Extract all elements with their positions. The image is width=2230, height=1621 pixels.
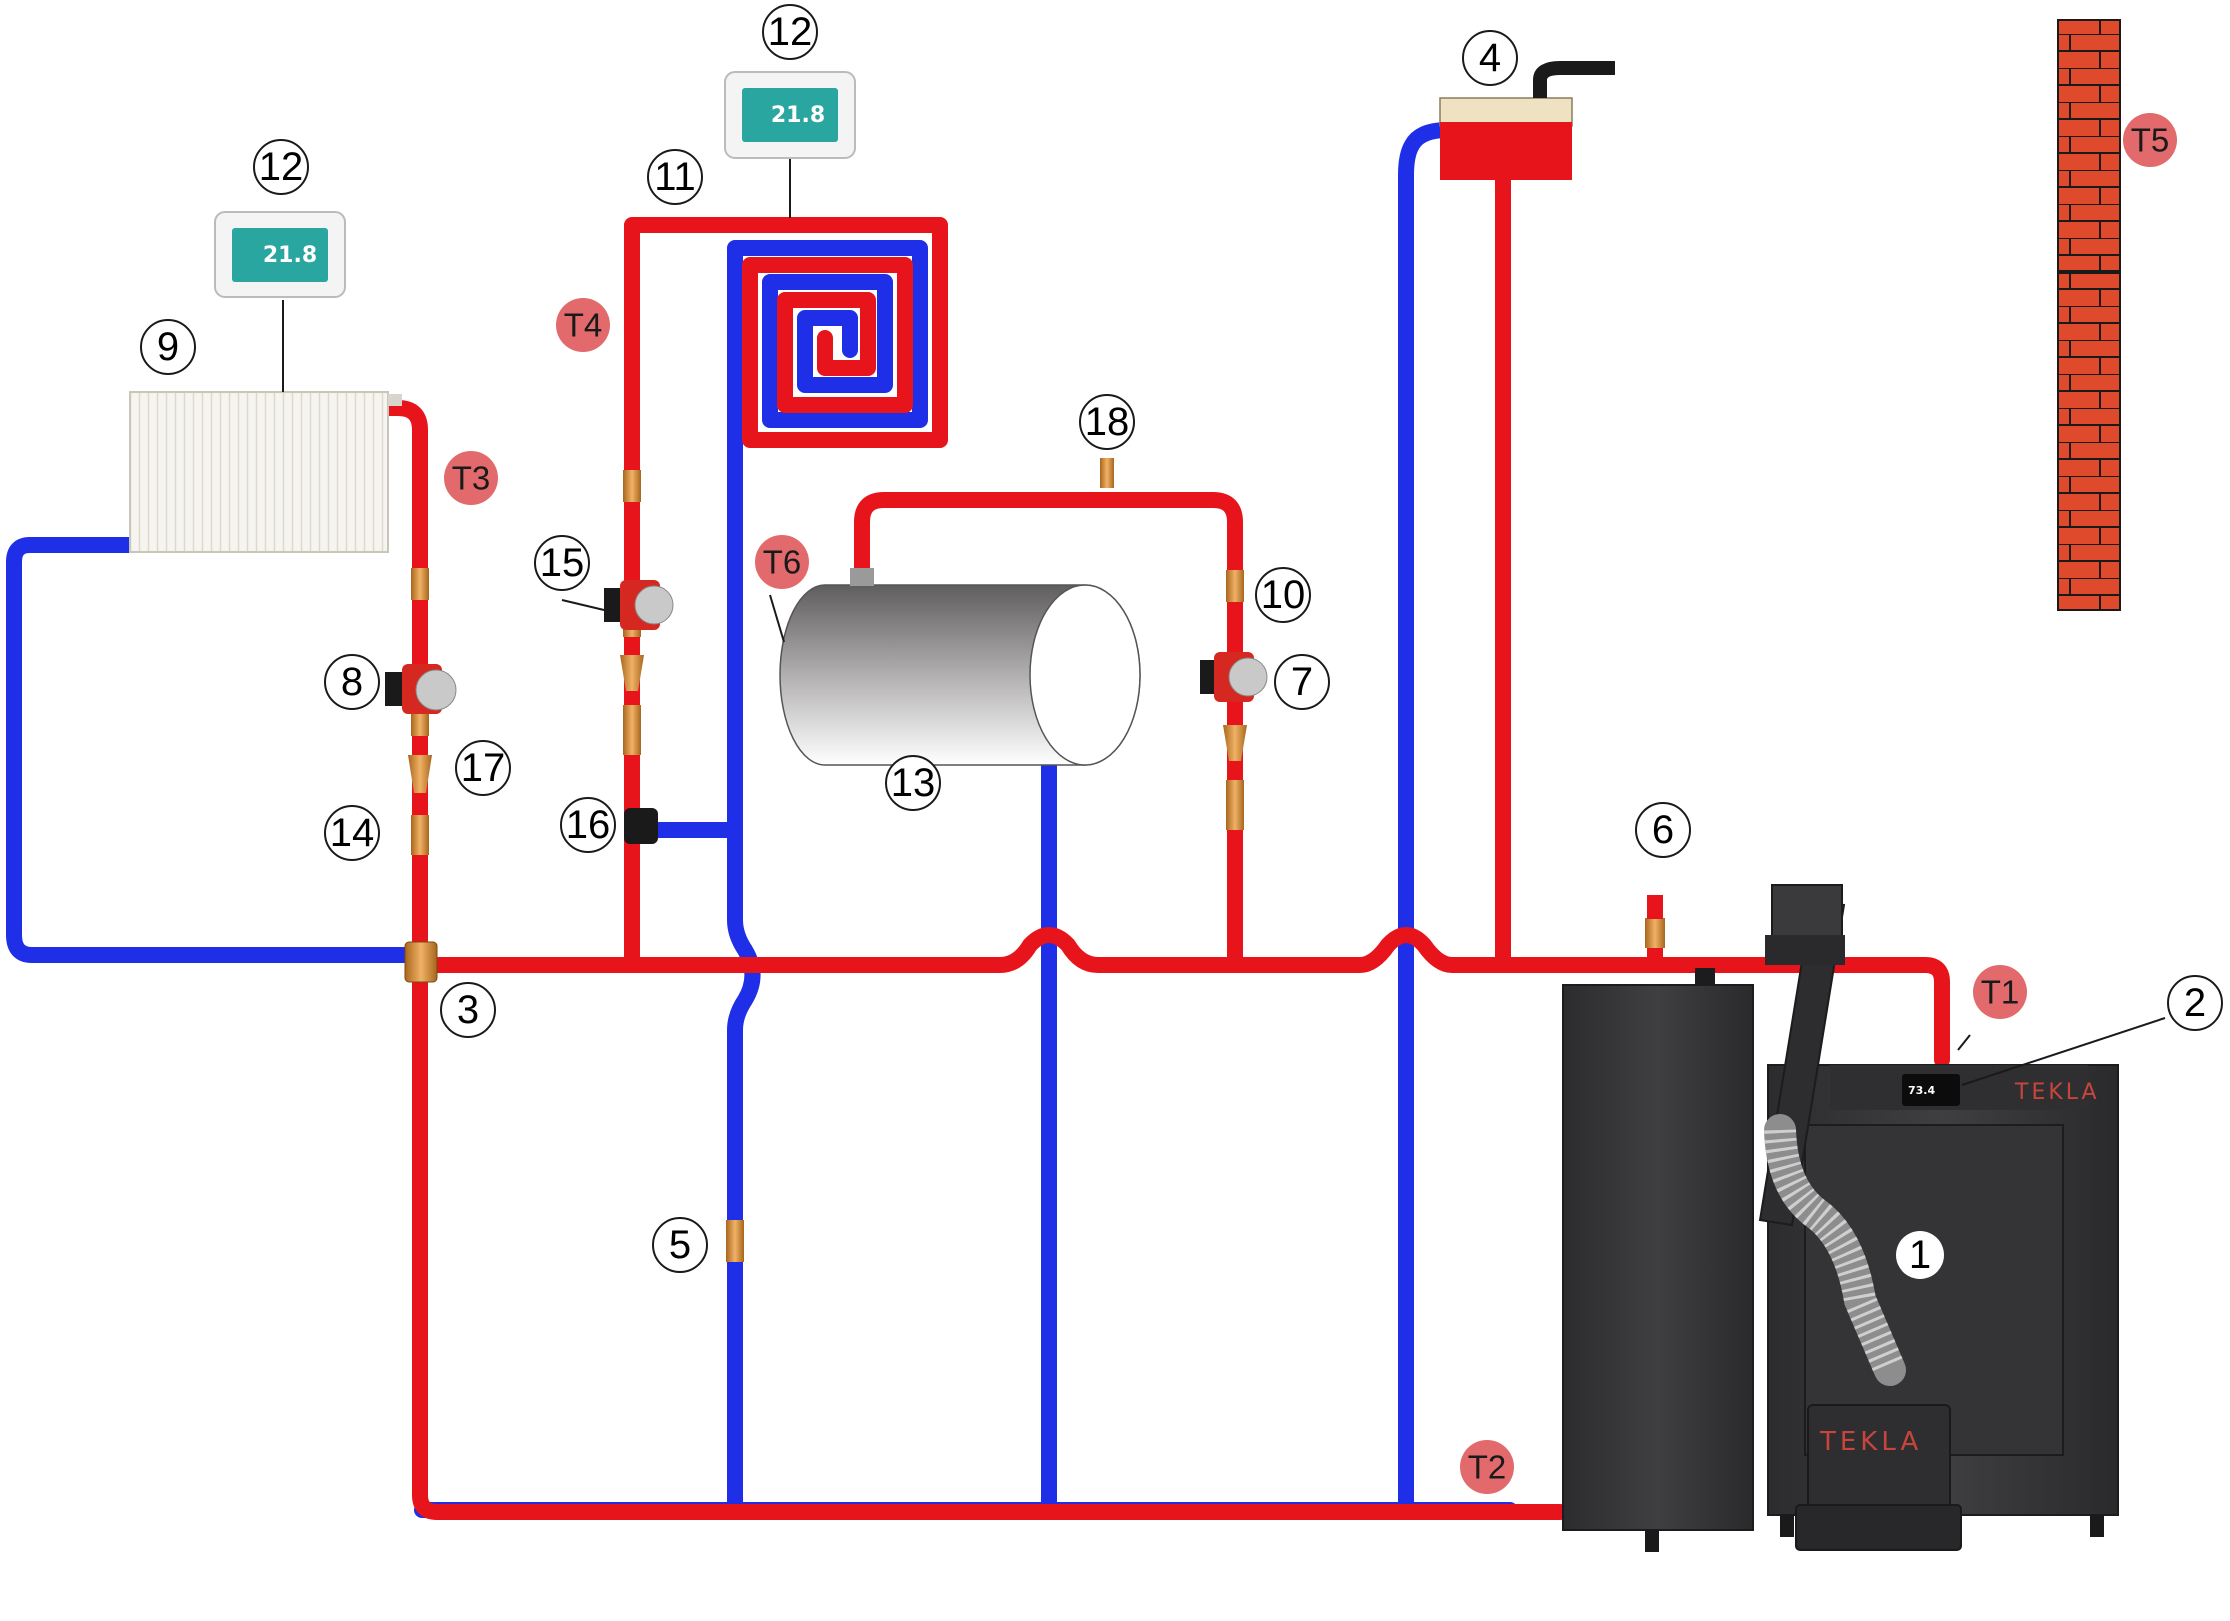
fittings [385,458,1665,1262]
number-label-6: 6 [1635,802,1691,858]
hot-water-tank [769,568,1141,766]
svg-text:2: 2 [2184,981,2206,1025]
sensor-t3: T3 [444,451,498,505]
number-label-3: 3 [440,982,496,1038]
svg-text:17: 17 [461,746,506,790]
burner-brand: TEKLA [1819,1427,1922,1457]
sensor-t2: T2 [1460,1440,1514,1494]
number-label-10: 10 [1255,567,1311,623]
number-label-2: 2 [2167,975,2223,1031]
boiler-brand: TEKLA [2014,1080,2100,1105]
radiator [129,350,402,553]
number-label-8: 8 [324,654,380,710]
svg-text:14: 14 [330,811,375,855]
svg-text:11: 11 [654,155,696,199]
svg-text:5: 5 [669,1223,691,1267]
return-pipes [6,122,1518,1518]
svg-text:T2: T2 [1468,1449,1507,1486]
svg-text:T4: T4 [564,307,603,344]
svg-text:9: 9 [157,325,179,369]
svg-text:18: 18 [1085,400,1130,444]
number-label-18: 18 [1079,394,1135,450]
svg-text:4: 4 [1479,36,1501,80]
number-label-11: 11 [647,149,703,205]
number-labels: 2 3 4 5 6 7 8 9 10 11 12 12 13 14 15 16 … [140,4,2223,1273]
number-label-9: 9 [140,319,196,375]
number-label-12b: 12 [762,4,818,60]
pump-icon [604,580,674,630]
number-label-12a: 12 [253,139,309,195]
svg-text:12: 12 [259,145,304,189]
svg-text:13: 13 [891,761,936,805]
pellet-boiler: 73.4 TEKLA TEKLA 1 [1562,884,2119,1552]
sensor-badges: T1 T2 T3 T4 T5 T6 [444,113,2177,1494]
sensor-t1: T1 [1973,965,2027,1019]
svg-text:7: 7 [1291,660,1313,704]
boiler-display-value: 73.4 [1908,1084,1935,1097]
svg-text:6: 6 [1652,808,1674,852]
number-label: 1 [1909,1233,1931,1277]
svg-text:8: 8 [341,660,363,704]
svg-text:T5: T5 [2131,122,2170,159]
svg-text:3: 3 [457,988,479,1032]
svg-text:10: 10 [1261,573,1306,617]
number-label-13: 13 [885,755,941,811]
pump-icon [1200,652,1268,702]
number-label-15: 15 [534,535,590,591]
thermostat-reading: 21.8 [263,243,317,268]
pump-icon [385,664,457,714]
room-thermostat-top: 21.8 [724,71,856,218]
svg-text:12: 12 [768,10,813,54]
svg-text:T1: T1 [1981,974,2020,1011]
brick-wall [2057,19,2121,611]
sensor-t5: T5 [2123,113,2177,167]
number-label-14: 14 [324,805,380,861]
svg-text:T3: T3 [452,460,491,497]
sensor-t4: T4 [556,298,610,352]
supply-pipes [380,162,1950,1520]
number-label-4: 4 [1462,30,1518,86]
room-thermostat-left: 21.8 [214,211,346,350]
svg-text:15: 15 [540,541,585,585]
number-label-7: 7 [1274,654,1330,710]
number-label-17: 17 [455,740,511,796]
thermostat-reading: 21.8 [771,103,825,128]
sensor-t6: T6 [755,535,809,589]
number-label-16: 16 [560,797,616,853]
callout-lines [561,599,2166,1086]
svg-text:16: 16 [566,803,611,847]
number-label-5: 5 [652,1217,708,1273]
svg-text:T6: T6 [763,544,802,581]
expansion-tank [1439,61,1615,180]
